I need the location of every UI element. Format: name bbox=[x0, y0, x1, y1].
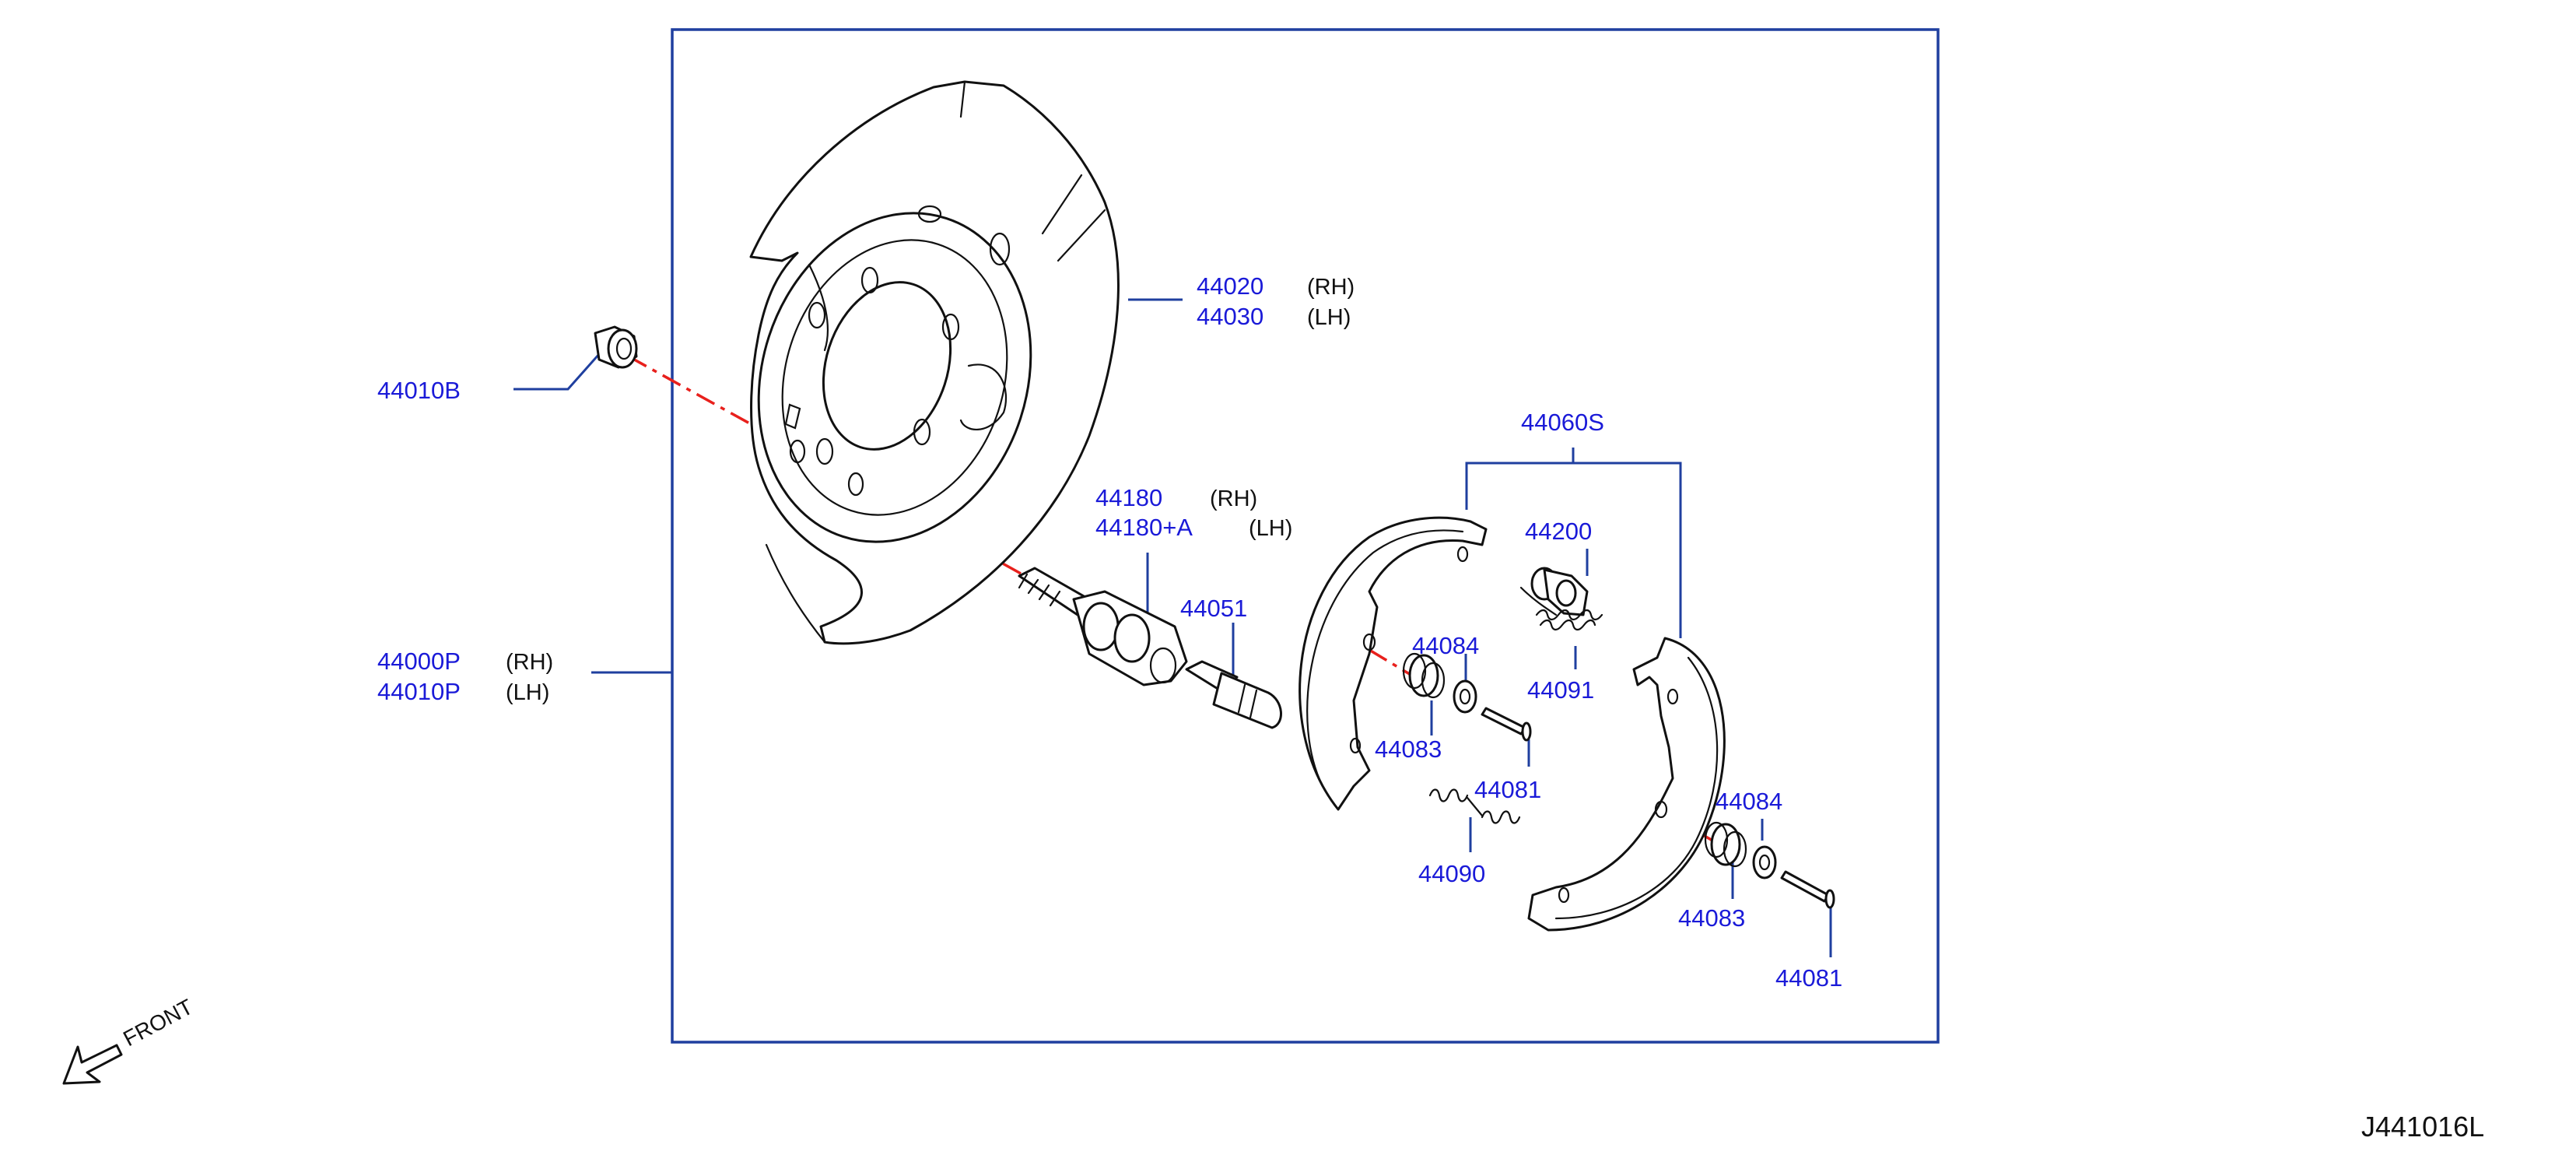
part-number-label: 44180+A bbox=[1095, 514, 1193, 541]
hold-down-set-upper-part bbox=[1402, 652, 1532, 742]
brake-shoe-rear-part bbox=[1527, 637, 1726, 932]
part-number-label: 44010P bbox=[377, 678, 461, 705]
side-label: (RH) bbox=[506, 650, 553, 675]
assembly-frame bbox=[671, 28, 1940, 1044]
side-label: (RH) bbox=[1210, 486, 1257, 511]
part-number-label: 44081 bbox=[1474, 776, 1541, 803]
part-number-label: 44090 bbox=[1418, 860, 1485, 887]
part-number-label: 44051 bbox=[1180, 595, 1247, 622]
side-label: (LH) bbox=[506, 680, 549, 705]
adjuster-screw-part bbox=[1185, 660, 1282, 729]
hub-nut-part bbox=[594, 325, 638, 369]
axis-line-hub bbox=[628, 355, 1082, 609]
part-callouts: 44020 (RH) 44030 (LH) 44010B 44060S 44180 (RH) 4… bbox=[377, 272, 1842, 992]
diagram-reference-code: J441016L bbox=[2361, 1111, 2484, 1143]
part-number-label: 44180 bbox=[1095, 484, 1162, 511]
part-number-label: 44000P bbox=[377, 648, 461, 675]
side-label: (LH) bbox=[1249, 516, 1292, 541]
part-number-label: 44010B bbox=[377, 377, 461, 404]
front-direction-label: FRONT bbox=[119, 995, 197, 1051]
brake-shoe-front-part bbox=[1299, 516, 1488, 811]
return-spring-part bbox=[1428, 788, 1521, 824]
backing-plate-part bbox=[749, 80, 1120, 645]
part-number-label: 44083 bbox=[1375, 735, 1442, 763]
adjuster-assembly-part bbox=[1018, 567, 1188, 686]
wheel-cylinder-part bbox=[1519, 567, 1603, 631]
side-label: (RH) bbox=[1307, 275, 1355, 300]
part-number-label: 44030 bbox=[1197, 303, 1263, 330]
side-label: (LH) bbox=[1307, 305, 1351, 330]
front-arrow-icon bbox=[62, 1044, 123, 1085]
part-number-label: 44020 bbox=[1197, 272, 1263, 300]
part-number-label: 44084 bbox=[1716, 788, 1782, 815]
part-number-label: 44060S bbox=[1521, 409, 1604, 436]
part-number-label: 44091 bbox=[1527, 676, 1594, 704]
part-number-label: 44084 bbox=[1412, 632, 1479, 659]
part-number-label: 44081 bbox=[1775, 964, 1842, 992]
part-number-label: 44200 bbox=[1525, 518, 1592, 545]
part-number-label: 44083 bbox=[1678, 904, 1745, 932]
hold-down-set-lower-part bbox=[1704, 821, 1835, 909]
